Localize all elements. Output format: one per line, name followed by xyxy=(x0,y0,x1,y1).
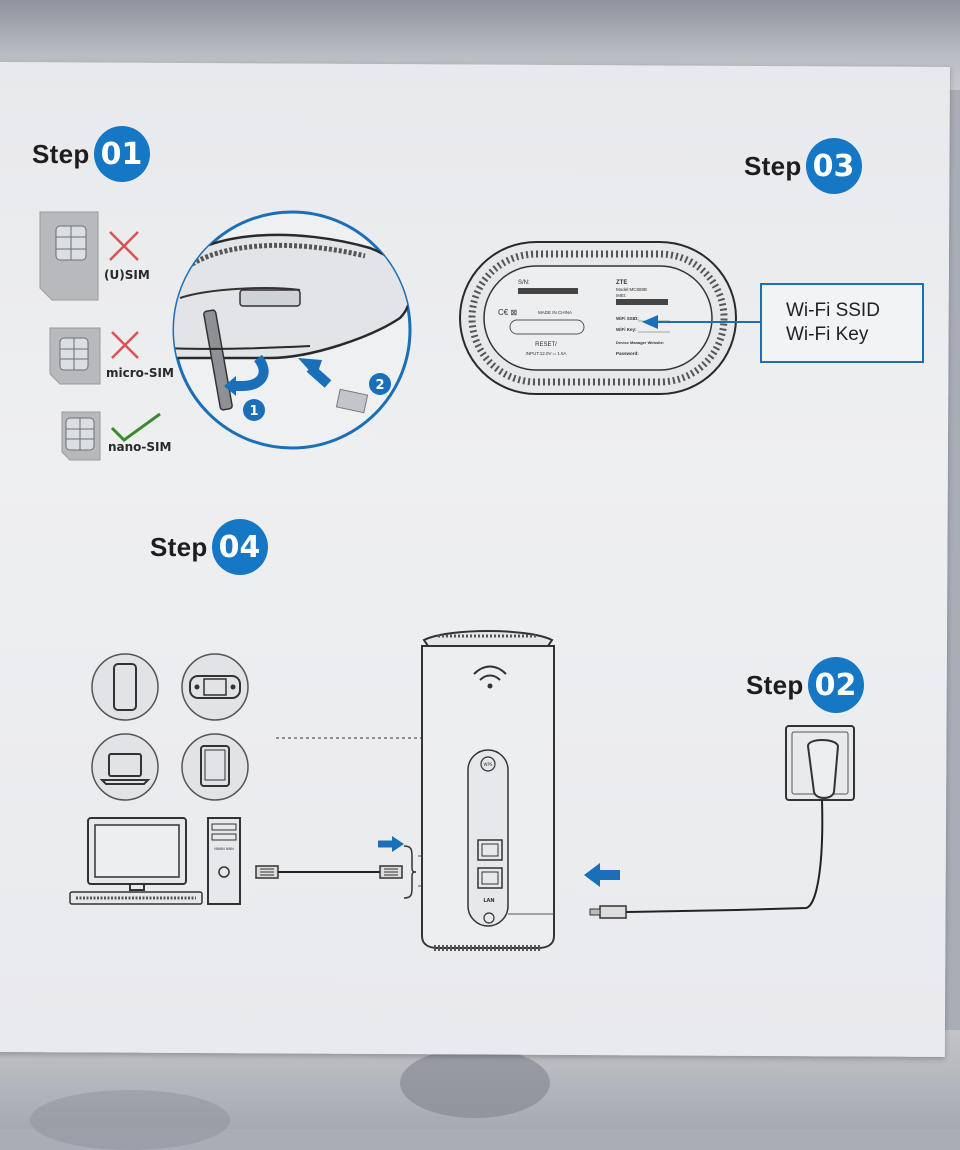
wifi-key-text: Wi-Fi Key xyxy=(786,324,869,345)
laptop-icon xyxy=(91,733,159,801)
label-ssid: WiFi SSID: xyxy=(616,316,639,321)
sim-slot-detail: 1 2 xyxy=(172,210,412,450)
step-number-badge: 04 xyxy=(211,519,268,575)
label-sn: S/N: xyxy=(518,280,530,286)
slot-step-2-label: 2 xyxy=(375,378,384,393)
sim-label-usim: (U)SIM xyxy=(104,268,150,282)
label-imei: IMEI: xyxy=(616,293,627,298)
game-console-icon xyxy=(181,653,249,721)
step-02-heading: Step 02 xyxy=(746,657,864,713)
arrow-left-icon xyxy=(584,863,620,887)
tablet-icon xyxy=(181,733,249,801)
router-bottom-label: S/N: ZTE Model:MC888B IMEI: C€ ⊠ MADE IN… xyxy=(459,241,737,395)
pc-tower-label: NNNN NNN xyxy=(214,847,234,851)
step-03-heading: Step 03 xyxy=(744,138,862,194)
smartphone-icon xyxy=(91,653,159,721)
label-reset: RESET/ xyxy=(535,342,557,348)
step-01-heading: Step 01 xyxy=(32,126,150,182)
step-word: Step xyxy=(150,531,208,562)
desktop-computer-icon: NNNN NNN xyxy=(69,817,241,905)
step-word: Step xyxy=(744,150,802,181)
slot-step-1-label: 1 xyxy=(249,404,258,419)
step-number-badge: 01 xyxy=(93,126,150,182)
wps-button: WPS xyxy=(484,762,493,767)
step-word: Step xyxy=(32,138,90,169)
sim-usim-icon xyxy=(39,211,99,301)
label-key: WiFi Key: xyxy=(616,327,637,332)
step-04-heading: Step 04 xyxy=(150,519,268,575)
label-model: Model:MC888B xyxy=(616,287,647,292)
label-input: INPUT:12.0V ═ 1.5A xyxy=(526,351,567,356)
label-password: Password: xyxy=(616,351,639,356)
wifi-ssid-text: Wi-Fi SSID xyxy=(786,300,880,321)
step-word: Step xyxy=(746,669,804,700)
background-pattern xyxy=(30,1090,230,1150)
step-number-badge: 02 xyxy=(807,657,864,713)
power-cable xyxy=(589,725,855,919)
wifi-credentials-callout: Wi-Fi SSID Wi-Fi Key xyxy=(760,283,924,363)
cross-icon xyxy=(109,231,139,261)
sim-nano-icon xyxy=(61,411,101,461)
ce-mark-icon: C€ ⊠ xyxy=(498,308,517,317)
sim-micro-icon xyxy=(49,327,101,385)
check-icon xyxy=(110,412,161,442)
label-made-in: MADE IN CHINA xyxy=(538,310,572,315)
label-website: Device Manager Website: xyxy=(616,340,664,345)
sim-label-micro: micro-SIM xyxy=(106,366,174,380)
lan-port-label: LAN xyxy=(483,898,494,904)
arrow-right-icon xyxy=(378,836,404,852)
background-pattern xyxy=(400,1048,550,1118)
pointer-arrow-icon xyxy=(642,315,762,329)
ethernet-cable xyxy=(255,865,403,879)
step-number-badge: 03 xyxy=(805,138,862,194)
cross-icon xyxy=(111,331,139,359)
router-device: WPS LAN xyxy=(421,630,555,951)
sim-label-nano: nano-SIM xyxy=(108,440,172,454)
label-brand: ZTE xyxy=(616,280,627,286)
wifi-signal-icon xyxy=(473,665,507,689)
